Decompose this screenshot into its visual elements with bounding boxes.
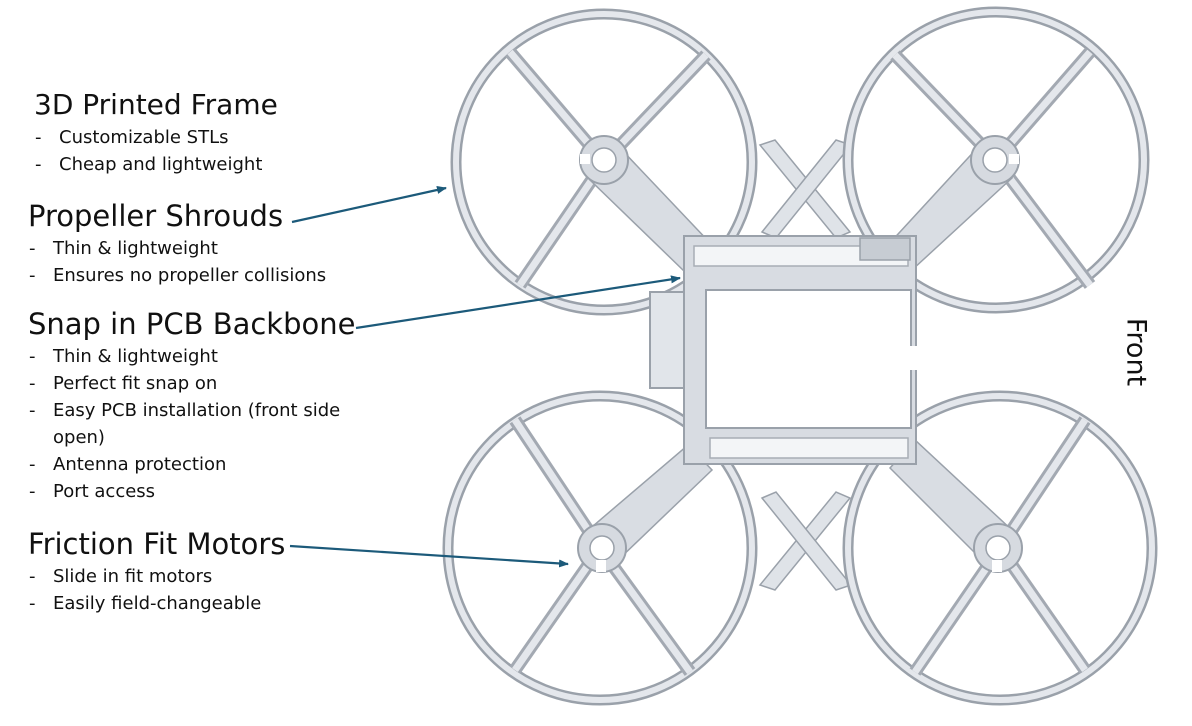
callout-bullets: Thin & lightweight Ensures no propeller …: [28, 235, 378, 289]
backbone-front-gap: [908, 346, 920, 370]
callout-bullet: Antenna protection: [28, 451, 378, 478]
arrow-motors: [289, 544, 569, 568]
callout-bullet: Thin & lightweight: [28, 343, 378, 370]
pcb-backbone: [649, 235, 920, 465]
callout-bullets: Thin & lightweight Perfect fit snap on E…: [28, 343, 378, 505]
callout-bullets: Slide in fit motors Easily field-changea…: [28, 563, 378, 617]
callout-propeller-shrouds: Propeller Shrouds Thin & lightweight Ens…: [28, 199, 378, 289]
arrow-backbone: [355, 275, 681, 330]
callout-bullet: Perfect fit snap on: [28, 370, 378, 397]
callout-snap-in-pcb-backbone: Snap in PCB Backbone Thin & lightweight …: [28, 307, 378, 505]
callout-title: 3D Printed Frame: [34, 88, 278, 121]
arrow-shrouds: [291, 186, 447, 224]
callout-bullet: Thin & lightweight: [28, 235, 378, 262]
callout-bullet: Customizable STLs: [34, 124, 384, 151]
callout-bullet: Easy PCB installation (front side open): [28, 397, 378, 451]
callout-arrows: [289, 186, 681, 568]
propeller-shrouds: [442, 6, 1158, 706]
motor-mount-front-left: [577, 523, 627, 573]
backbone-clip: [859, 237, 911, 261]
callout-bullet: Port access: [28, 478, 378, 505]
backbone-side-bracket: [649, 291, 689, 389]
callout-bullet: Easily field-changeable: [28, 590, 378, 617]
backbone-opening: [705, 289, 912, 429]
motor-mount-front-right: [973, 523, 1023, 573]
callout-title: Friction Fit Motors: [28, 527, 286, 561]
callout-bullet: Ensures no propeller collisions: [28, 262, 378, 289]
motor-mounts: [577, 135, 1023, 573]
motor-mount-rear-right: [970, 135, 1020, 185]
callout-bullet: Slide in fit motors: [28, 563, 378, 590]
callout-friction-fit-motors: Friction Fit Motors Slide in fit motors …: [28, 527, 378, 617]
cross-braces: [758, 139, 853, 591]
callout-bullets: Customizable STLs Cheap and lightweight: [34, 124, 384, 178]
motor-mount-rear-left: [579, 135, 629, 185]
callout-bullet: Cheap and lightweight: [34, 151, 384, 178]
front-orientation-label: Front: [1120, 317, 1152, 387]
backbone-bottom-rail: [709, 437, 909, 459]
callout-title: Propeller Shrouds: [28, 199, 284, 233]
callout-title: Snap in PCB Backbone: [28, 307, 356, 341]
callout-3d-printed-frame: 3D Printed Frame Customizable STLs Cheap…: [34, 88, 384, 178]
